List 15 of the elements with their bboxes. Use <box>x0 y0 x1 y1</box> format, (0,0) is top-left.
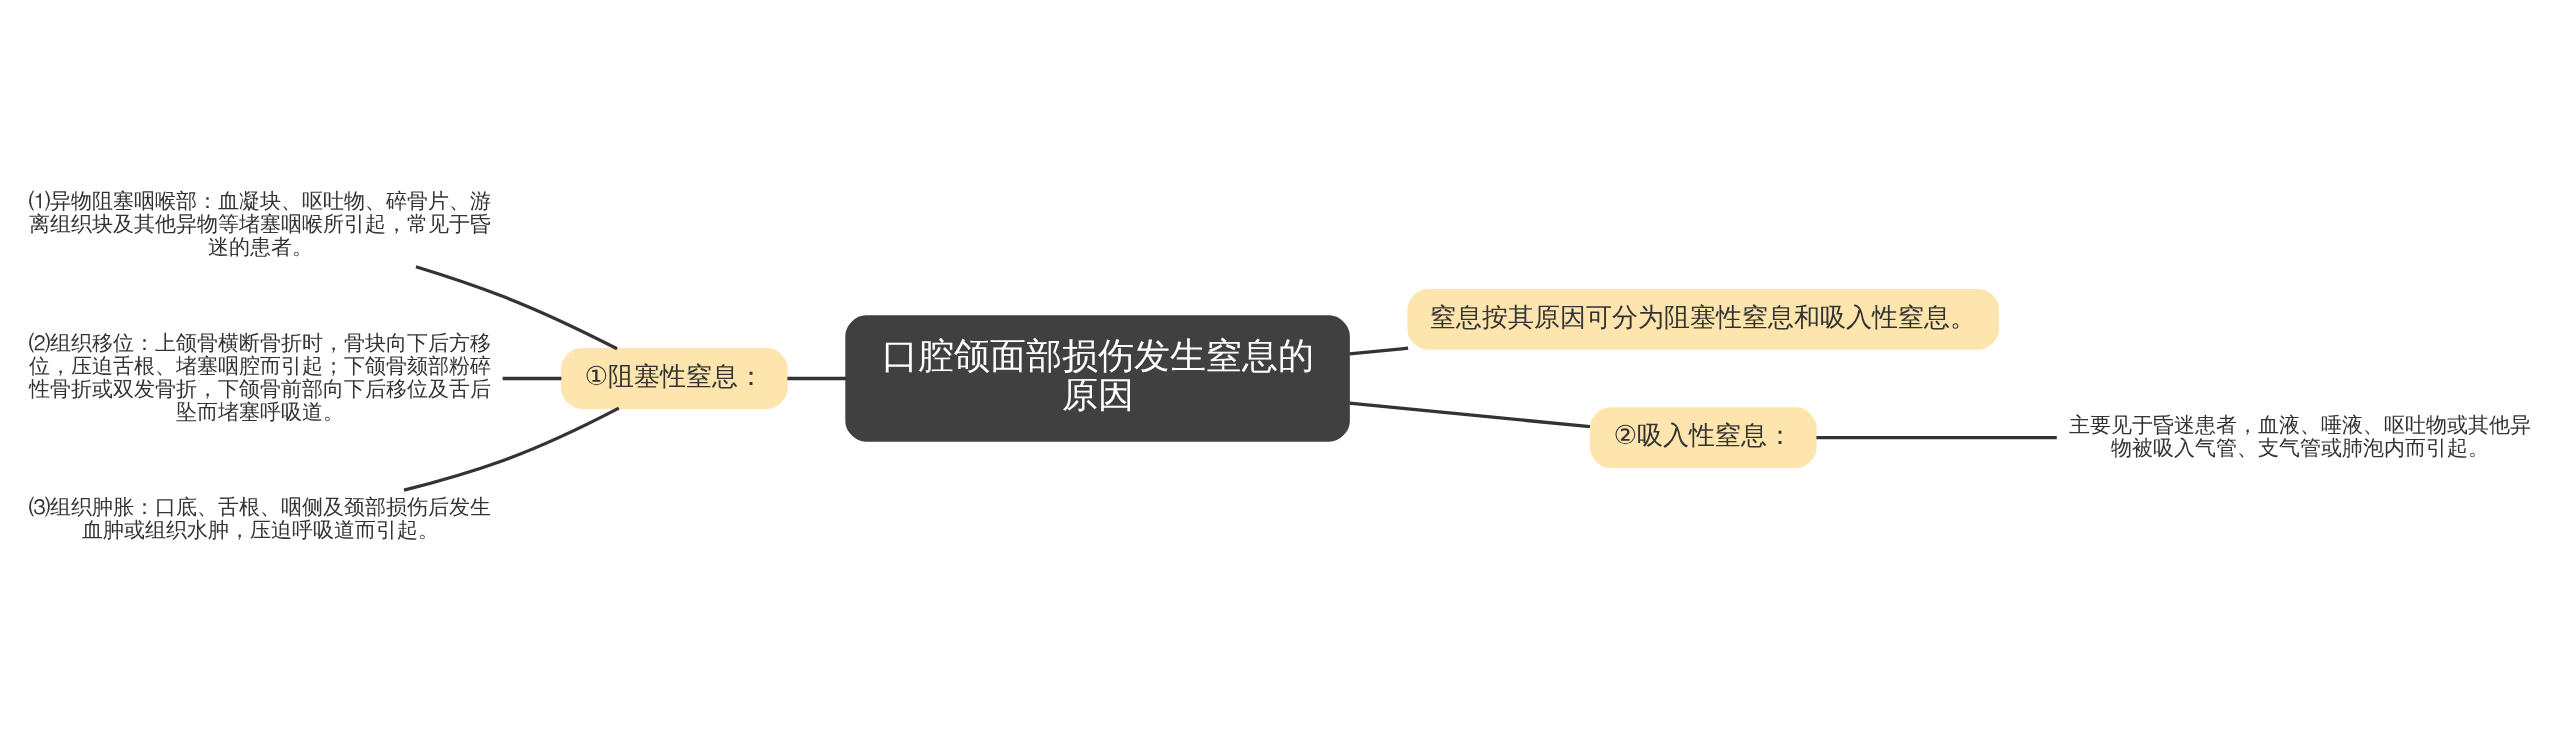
connector <box>787 376 846 380</box>
connector <box>1349 346 1409 356</box>
connector <box>1349 400 1591 428</box>
node-text: ⑴异物阻塞咽喉部：血凝块、呕吐物、碎骨片、游离组织块及其他异物等堵塞咽喉所引起，常见于昏迷的患者。 <box>29 187 492 259</box>
node-text: ⑵组织移位：上颌骨横断骨折时，骨块向下后方移位，压迫舌根、堵塞咽腔而引起；下颌骨颏部粉碎性骨折或双发骨折，下颌骨前部向下后移位及舌后坠而堵塞呼吸道。 <box>29 329 492 424</box>
connector <box>415 264 618 350</box>
connector <box>403 406 620 492</box>
node-box: 窒息按其原因可分为阻塞性窒息和吸入性窒息。 <box>1407 288 1999 350</box>
node-text: ⑶组织肿胀：口底、舌根、咽侧及颈部损伤后发生血肿或组织水肿，压迫呼吸道而引起。 <box>29 493 492 542</box>
node-text: 主要见于昏迷患者，血液、唾液、呕吐物或其他异物被吸入气管、支气管或肺泡内而引起。 <box>2068 411 2531 460</box>
node-box: 口腔颌面部损伤发生窒息的原因 <box>845 314 1350 442</box>
node-box: ②吸入性窒息： <box>1589 406 1817 468</box>
connector <box>502 376 562 380</box>
connector <box>1816 435 2057 439</box>
node-box: ①阻塞性窒息： <box>560 347 788 409</box>
